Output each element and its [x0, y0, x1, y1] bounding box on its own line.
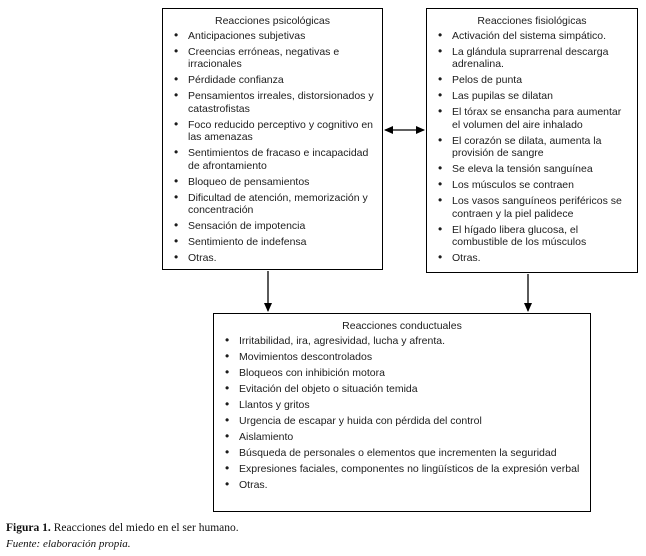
figure-source-note: Fuente: elaboración propia.	[6, 538, 131, 550]
list-item: Las pupilas se dilatan	[435, 89, 629, 103]
list-item: Otras.	[222, 478, 582, 492]
figure-caption-label: Figura 1.	[6, 522, 51, 534]
list-item: El hígado libera glucosa, el combustible…	[435, 223, 629, 249]
figure-caption: Figura 1.Reacciones del miedo en el ser …	[6, 521, 239, 536]
list-item: Sensación de impotencia	[171, 219, 374, 233]
list-item: Expresiones faciales, componentes no lin…	[222, 462, 582, 476]
behavioral-box-title: Reacciones conductuales	[342, 320, 462, 332]
list-item: Irritabilidad, ira, agresividad, lucha y…	[222, 334, 582, 348]
psychological-reactions-list: Anticipaciones subjetivasCreencias errón…	[171, 29, 374, 265]
list-item: Los músculos se contraen	[435, 178, 629, 192]
list-item: Se eleva la tensión sanguínea	[435, 162, 629, 176]
list-item: El corazón se dilata, aumenta la provisi…	[435, 134, 629, 160]
list-item: Creencias erróneas, negativas e irracion…	[171, 45, 374, 71]
list-item: Anticipaciones subjetivas	[171, 29, 374, 43]
list-item: Pelos de punta	[435, 73, 629, 87]
list-item: Bloqueos con inhibición motora	[222, 366, 582, 380]
list-item: El tórax se ensancha para aumentar el vo…	[435, 105, 629, 131]
list-item: Urgencia de escapar y huida con pérdida …	[222, 414, 582, 428]
figure-caption-text: Reacciones del miedo en el ser humano.	[53, 522, 239, 534]
list-item: Sentimientos de fracaso e incapacidad de…	[171, 146, 374, 172]
psychological-box-title: Reacciones psicológicas	[215, 15, 330, 27]
list-item: Otras.	[171, 251, 374, 265]
list-item: Pensamientos irreales, distorsionados y …	[171, 89, 374, 115]
list-item: Pérdidade confianza	[171, 73, 374, 87]
list-item: La glándula suprarrenal descarga adrenal…	[435, 45, 629, 71]
list-item: Bloqueo de pensamientos	[171, 175, 374, 189]
list-item: Llantos y gritos	[222, 398, 582, 412]
list-item: Movimientos descontrolados	[222, 350, 582, 364]
list-item: Otras.	[435, 251, 629, 265]
list-item: Evitación del objeto o situación temida	[222, 382, 582, 396]
list-item: Activación del sistema simpático.	[435, 29, 629, 43]
box-physiological-reactions: Reacciones fisiológicas Activación del s…	[426, 8, 638, 273]
list-item: Sentimiento de indefensa	[171, 235, 374, 249]
physiological-box-title: Reacciones fisiológicas	[477, 15, 587, 27]
list-item: Búsqueda de personales o elementos que i…	[222, 446, 582, 460]
list-item: Dificultad de atención, memorización y c…	[171, 191, 374, 217]
list-item: Los vasos sanguíneos periféricos se cont…	[435, 194, 629, 220]
box-psychological-reactions: Reacciones psicológicas Anticipaciones s…	[162, 8, 383, 270]
physiological-reactions-list: Activación del sistema simpático. La glán…	[435, 29, 629, 265]
behavioral-reactions-list: Irritabilidad, ira, agresividad, lucha y…	[222, 334, 582, 492]
list-item: Aislamiento	[222, 430, 582, 444]
list-item: Foco reducido perceptivo y cognitivo en …	[171, 118, 374, 144]
box-behavioral-reactions: Reacciones conductuales Irritabilidad, i…	[213, 313, 591, 512]
